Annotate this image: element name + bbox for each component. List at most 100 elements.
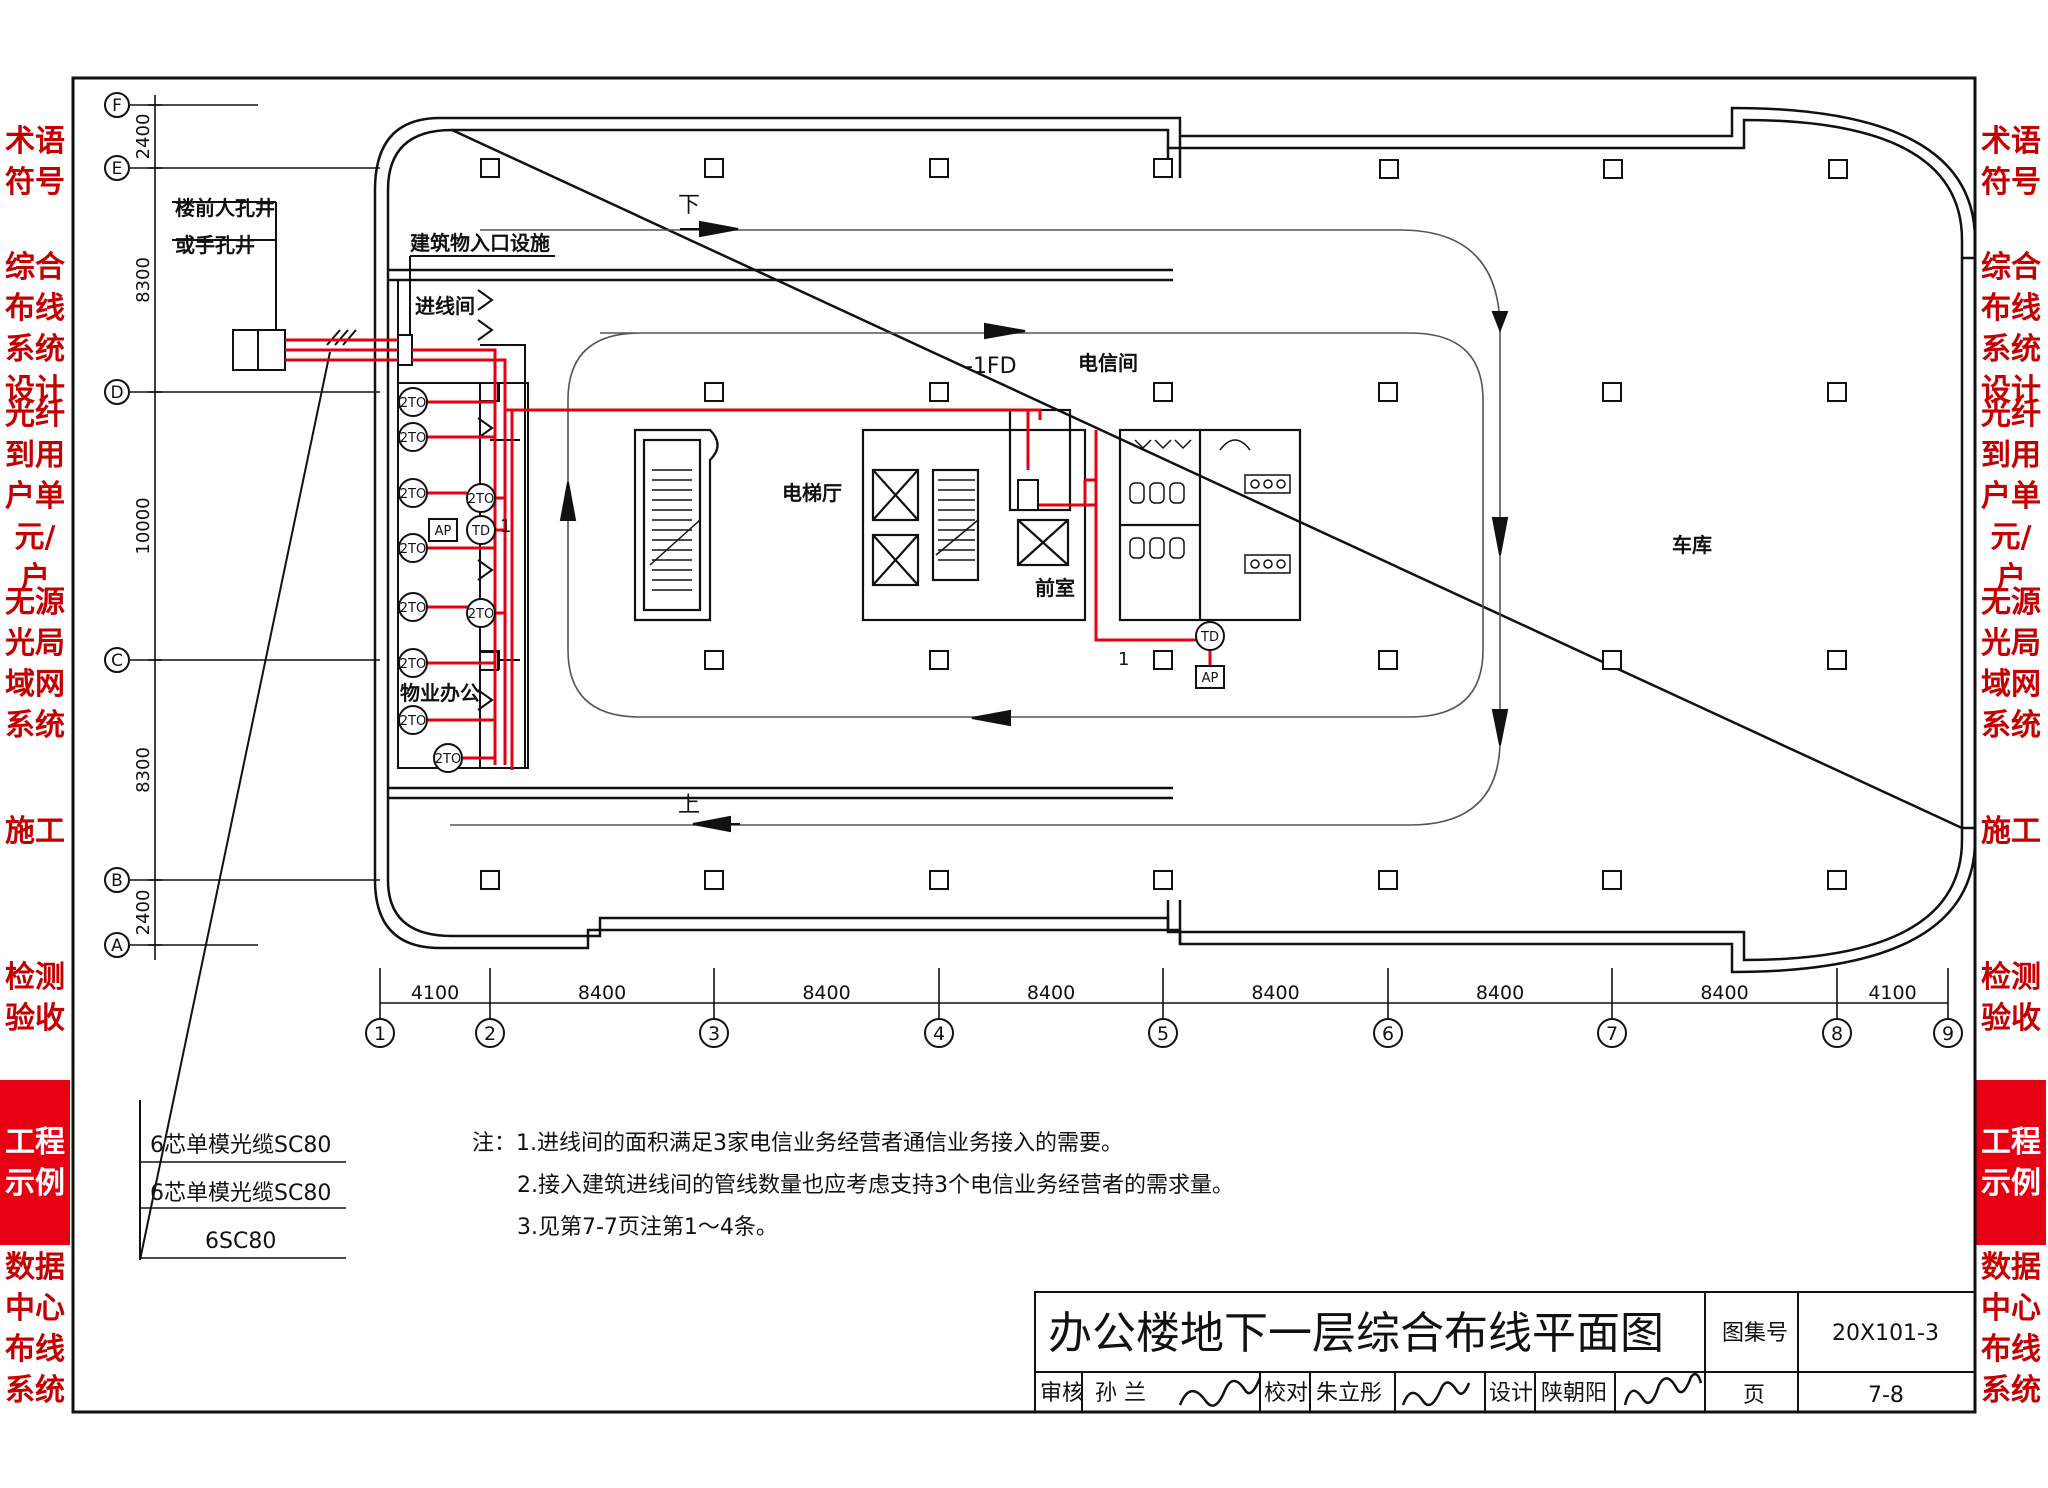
outlet-ap-label: AP <box>435 524 452 539</box>
section-tab-2[interactable]: 综合 布线 系统 设计 <box>0 245 70 413</box>
row-axis-label: F <box>112 96 122 116</box>
garage-label: 车库 <box>1672 533 1712 557</box>
down-label: 下 <box>678 193 700 218</box>
note-line-1: 注：1.进线间的面积满足3家电信业务经营者通信业务接入的需要。 <box>472 1131 1123 1156</box>
col-axis-label: 1 <box>374 1023 386 1045</box>
row-dimension-value: 2400 <box>133 890 154 936</box>
section-tab-6[interactable]: 检测 验收 <box>0 915 70 1080</box>
column-square <box>1153 650 1173 670</box>
atlas-number-label: 图集号 <box>1722 1321 1788 1346</box>
page-number: 7-8 <box>1868 1383 1904 1408</box>
row-axis-bubble <box>104 647 130 673</box>
col-axis-bubble <box>365 1018 395 1048</box>
col-dimension-value: 8400 <box>802 982 850 1004</box>
entrance-facility-label: 建筑物入口设施 <box>410 231 550 255</box>
driving-lanes <box>388 229 1501 826</box>
column-square <box>1602 870 1622 890</box>
col-axis-label: 7 <box>1606 1023 1618 1045</box>
section-tab-2[interactable]: 综合 布线 系统 设计 <box>1976 245 2046 413</box>
outlet-2to-symbol <box>398 648 428 678</box>
outlet-2to-label: 2TO <box>400 396 426 411</box>
outlet-2to-symbol <box>398 592 428 622</box>
outlet-ap-symbol <box>1195 665 1225 689</box>
section-tab-8[interactable]: 数据 中心 布线 系统 <box>1976 1245 2046 1412</box>
column-square <box>929 870 949 890</box>
section-tab-label: 综合 布线 系统 设计 <box>1981 250 2041 408</box>
row-axis-bubble <box>104 155 130 181</box>
column-square <box>1153 382 1173 402</box>
section-tab-4[interactable]: 无源 光局 域网 系统 <box>0 580 70 748</box>
column-square <box>1602 650 1622 670</box>
outlet-2to-label: 2TO <box>400 657 426 672</box>
section-tab-3[interactable]: 光纤 到用 户单 元/户 <box>0 397 70 596</box>
outlet-2to-symbol <box>466 598 496 628</box>
column-square <box>929 650 949 670</box>
column-square <box>1828 159 1848 179</box>
section-tab-3[interactable]: 光纤 到用 户单 元/户 <box>1976 397 2046 596</box>
outlet-2to-symbol <box>398 533 428 563</box>
col-axis-bubble <box>1822 1018 1852 1048</box>
cable-spec-1: 6芯单模光缆SC80 <box>150 1133 331 1158</box>
outlet-2to-symbol <box>466 483 496 513</box>
column-square <box>1827 870 1847 890</box>
col-axis-label: 9 <box>1942 1023 1954 1045</box>
col-dimension-value: 4100 <box>411 982 459 1004</box>
section-tab-5[interactable]: 施工 <box>0 748 70 915</box>
row-axis-bubble <box>104 92 130 118</box>
manhole-label-2: 或手孔井 <box>175 233 255 257</box>
section-tab-1[interactable]: 术语 符号 <box>0 78 70 245</box>
outlet-td-label: TD <box>1200 630 1219 645</box>
section-tab-label: 无源 光局 域网 系统 <box>1981 585 2041 743</box>
column-square <box>1602 382 1622 402</box>
section-tab-7[interactable]: 工程 示例 <box>1976 1080 2046 1245</box>
structural-columns <box>480 158 1848 890</box>
section-tab-6[interactable]: 检测 验收 <box>1976 915 2046 1080</box>
section-tab-4[interactable]: 无源 光局 域网 系统 <box>1976 580 2046 748</box>
outlet-td-symbol <box>466 515 496 545</box>
note-line-2: 2.接入建筑进线间的管线数量也应考虑支持3个电信业务经营者的需求量。 <box>517 1173 1234 1198</box>
outlet-ap-label: AP <box>1202 671 1219 686</box>
section-tab-label: 工程 示例 <box>1981 1124 2041 1201</box>
section-tab-label: 光纤 到用 户单 元/户 <box>5 397 65 596</box>
col-axis-bubble <box>1373 1018 1403 1048</box>
signature-images <box>1178 1372 1703 1407</box>
section-tab-8[interactable]: 数据 中心 布线 系统 <box>0 1245 70 1412</box>
section-tab-7[interactable]: 工程 示例 <box>0 1080 70 1245</box>
cable-spec-3: 6SC80 <box>205 1229 276 1254</box>
property-office-label: 物业办公 <box>400 681 480 705</box>
section-tab-label: 检测 验收 <box>1981 959 2041 1036</box>
column-square <box>1603 159 1623 179</box>
column-square <box>480 870 500 890</box>
col-axis-label: 3 <box>708 1023 720 1045</box>
col-dimension-value: 8400 <box>1476 982 1524 1004</box>
building-core <box>633 408 1302 622</box>
row-axis-label: D <box>110 383 123 403</box>
outlet-2to-label: 2TO <box>435 752 461 767</box>
col-axis-bubble <box>924 1018 954 1048</box>
drawing-title: 办公楼地下一层综合布线平面图 <box>1048 1308 1664 1359</box>
floor-distributor-label: -1FD <box>965 354 1017 379</box>
outlet-2to-label: 2TO <box>400 487 426 502</box>
outlet-2to-label: 2TO <box>468 492 494 507</box>
section-tab-1[interactable]: 术语 符号 <box>1976 78 2046 245</box>
row-axis-label: B <box>111 871 123 891</box>
column-square <box>929 382 949 402</box>
review-label: 审核 <box>1040 1381 1084 1406</box>
outlet-2to-symbol <box>398 478 428 508</box>
elevator-hall-label: 电梯厅 <box>782 481 842 505</box>
column-square <box>1379 159 1399 179</box>
manhole-label-1: 楼前人孔井 <box>175 196 275 220</box>
col-axis-label: 8 <box>1831 1023 1843 1045</box>
col-dimension-value: 8400 <box>1027 982 1075 1004</box>
row-axis-label: E <box>112 159 123 179</box>
cable-table-lines <box>140 1161 346 1259</box>
section-tab-5[interactable]: 施工 <box>1976 748 2046 915</box>
col-axis-label: 4 <box>933 1023 945 1045</box>
outlet-2to-label: 2TO <box>468 607 494 622</box>
note-line-3: 3.见第7-7页注第1～4条。 <box>517 1215 778 1240</box>
col-axis-bubble <box>699 1018 729 1048</box>
column-square <box>704 158 724 178</box>
